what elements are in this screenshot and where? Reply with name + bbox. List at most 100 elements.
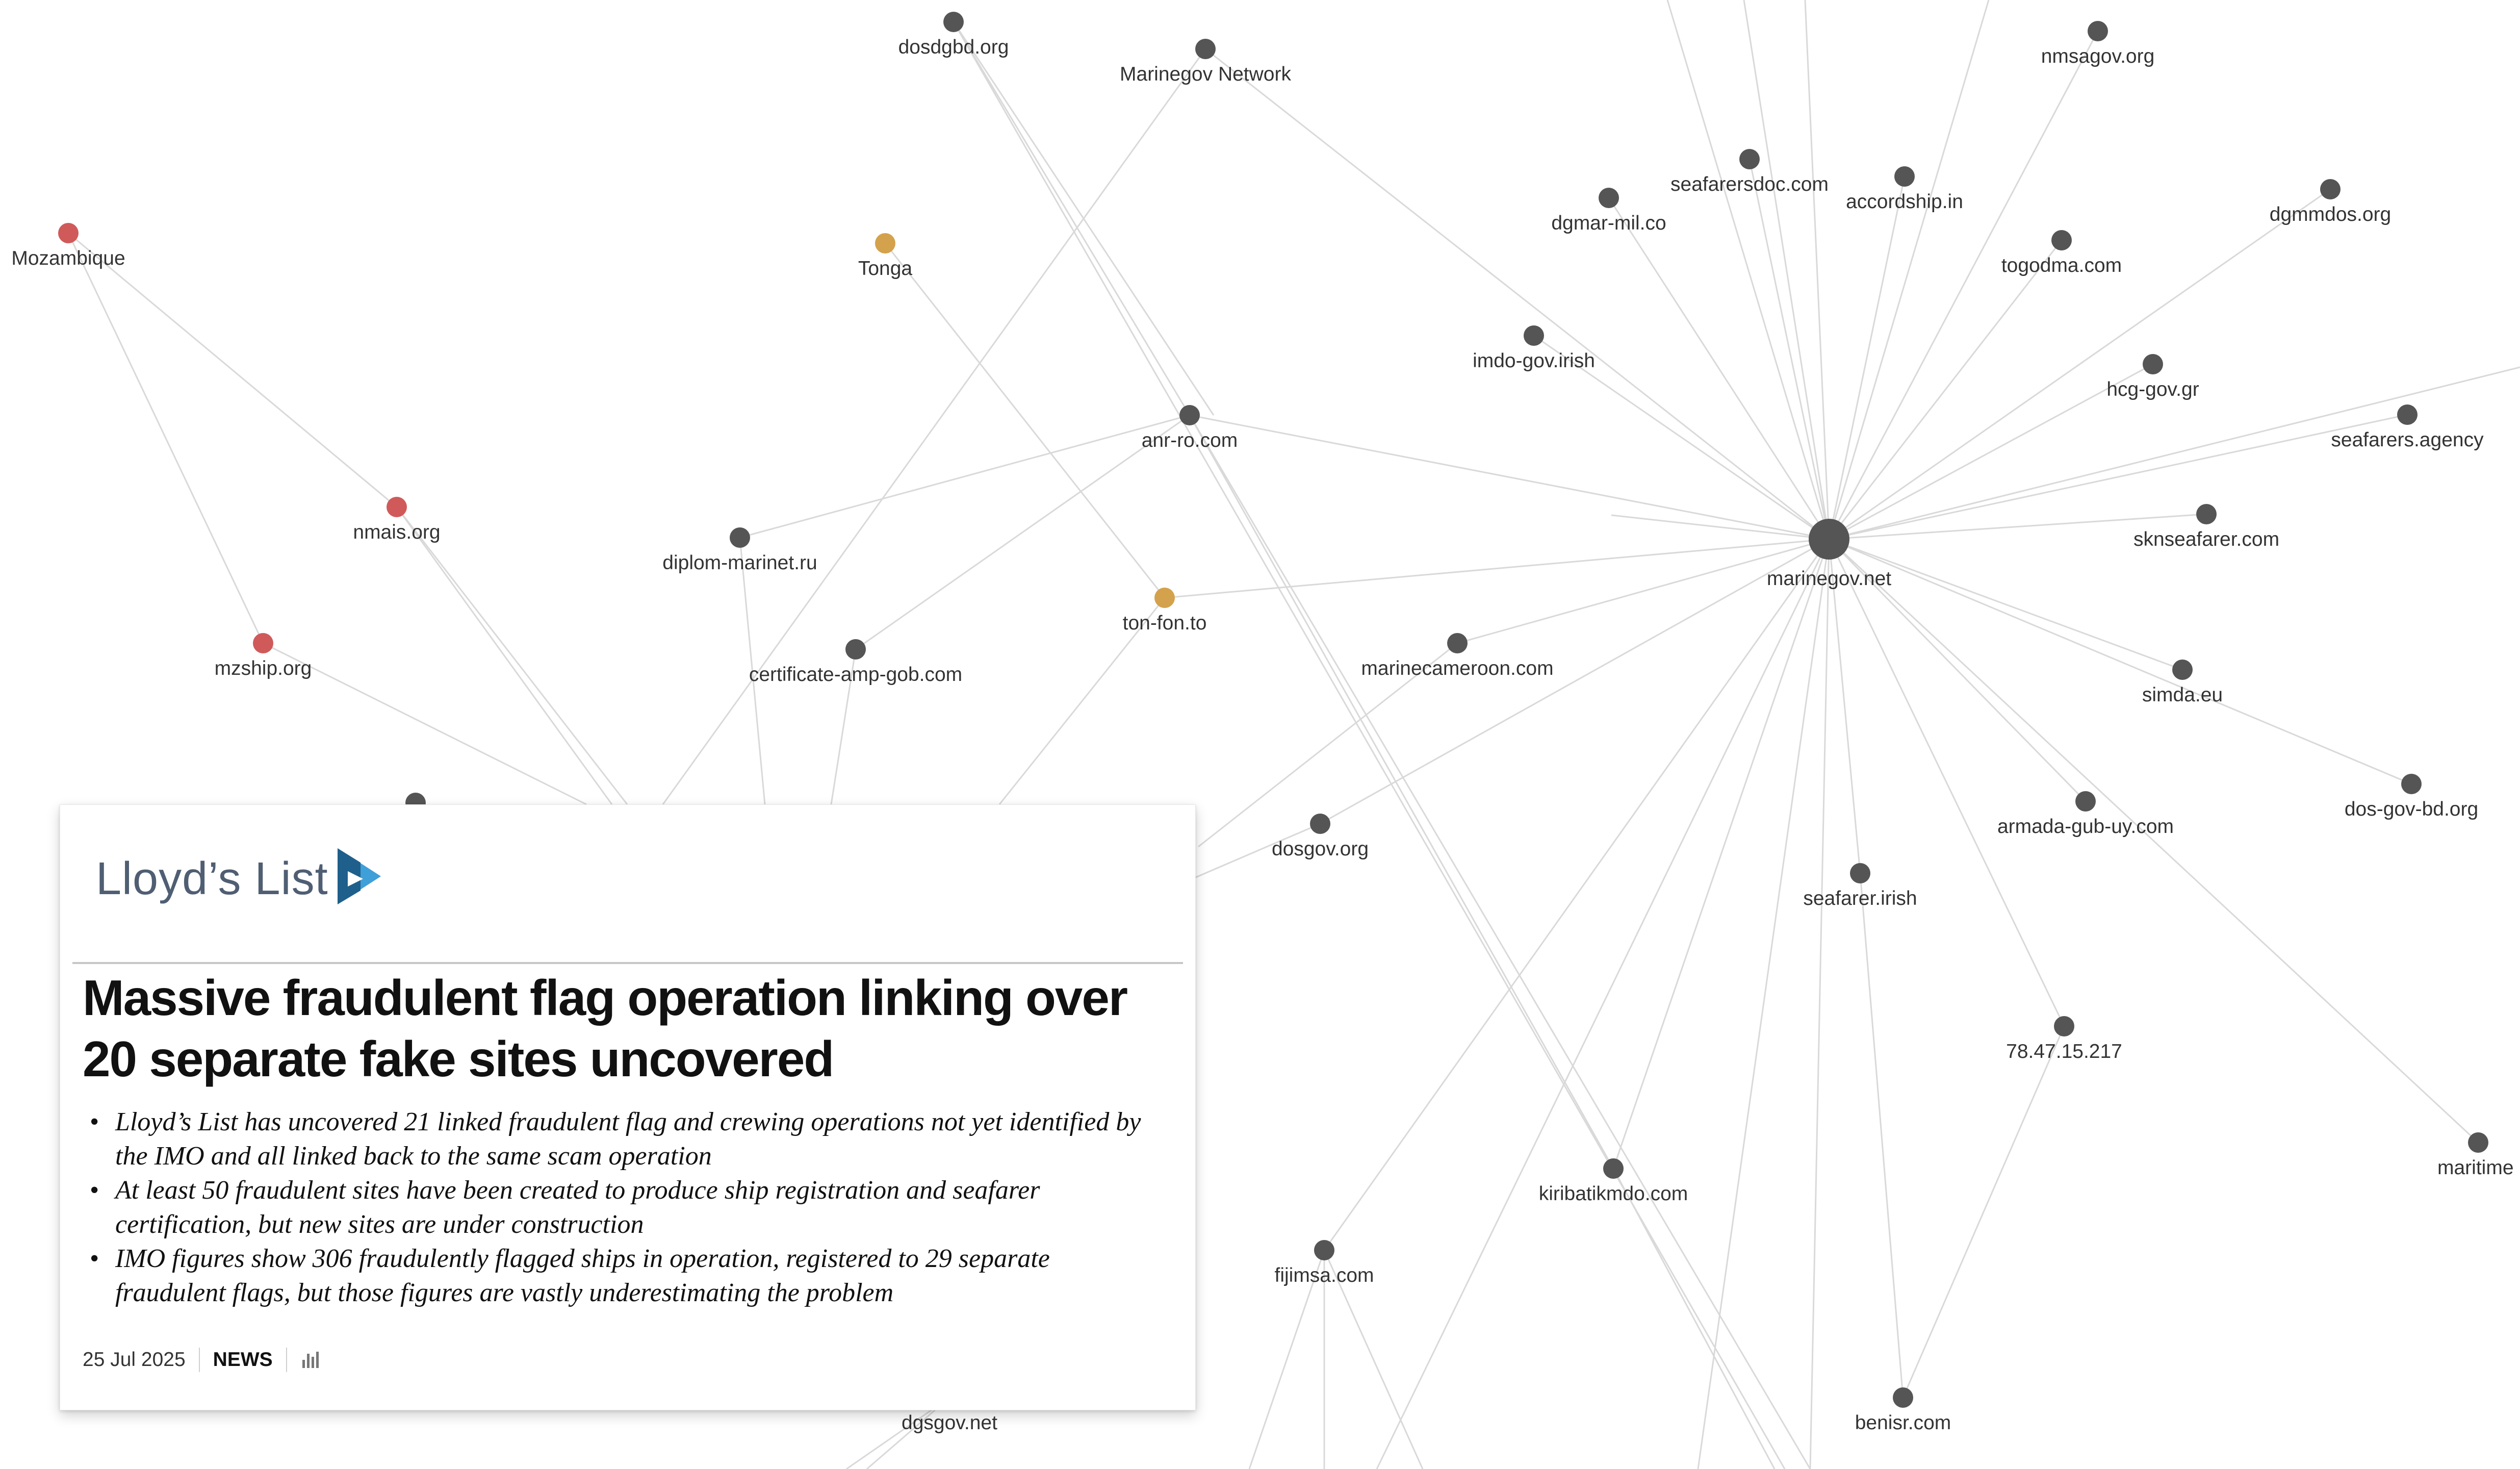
node-dot[interactable]: [2088, 21, 2108, 41]
node-tonfon[interactable]: ton-fon.to: [1123, 588, 1207, 634]
graph-edge: [1829, 366, 2520, 540]
node-label: imdo-gov.irish: [1473, 350, 1595, 372]
node-maritime[interactable]: maritime: [2437, 1132, 2514, 1179]
node-label: sknseafarer.com: [2133, 528, 2279, 550]
node-dot[interactable]: [2397, 404, 2418, 425]
node-seafarersagency[interactable]: seafarers.agency: [2331, 404, 2484, 451]
node-diplom[interactable]: diplom-marinet.ru: [662, 527, 817, 574]
node-dot[interactable]: [730, 527, 750, 548]
node-dot[interactable]: [2196, 504, 2217, 524]
graph-edge: [1248, 1250, 1325, 1469]
graph-edge: [739, 537, 766, 805]
node-dot[interactable]: [1809, 519, 1849, 560]
node-marinecameroon[interactable]: marinecameroon.com: [1361, 633, 1554, 679]
node-dot[interactable]: [875, 233, 895, 254]
node-dot[interactable]: [1179, 405, 1200, 425]
graph-edge-maritime: [1828, 538, 2479, 1144]
node-dot[interactable]: [387, 497, 407, 517]
node-dot[interactable]: [1850, 863, 1870, 883]
node-dot[interactable]: [1893, 1387, 1913, 1408]
node-label: Mozambique: [11, 247, 125, 269]
node-label: maritime: [2437, 1157, 2514, 1179]
node-ip[interactable]: 78.47.15.217: [2006, 1016, 2122, 1062]
node-dot[interactable]: [2075, 791, 2096, 812]
graph-edge: [1376, 539, 1830, 1469]
graph-edge: [1828, 0, 1990, 540]
node-accordship[interactable]: accordship.in: [1846, 166, 1963, 213]
node-marinegov_network[interactable]: Marinegov Network: [1120, 39, 1291, 85]
graph-edge: [1195, 823, 1321, 878]
node-dot[interactable]: [2172, 660, 2193, 680]
node-dgmmdos[interactable]: dgmmdos.org: [2270, 179, 2391, 225]
node-dot[interactable]: [1154, 588, 1175, 608]
node-dot[interactable]: [1599, 188, 1619, 208]
node-dot[interactable]: [2143, 354, 2163, 374]
node-nmais[interactable]: nmais.org: [353, 497, 441, 543]
node-dgmar[interactable]: dgmar-mil.co: [1551, 188, 1666, 234]
node-label: benisr.com: [1855, 1412, 1951, 1434]
node-seafarerirish[interactable]: seafarer.irish: [1803, 863, 1917, 909]
node-dot[interactable]: [943, 12, 964, 32]
graph-edge: [1743, 0, 1830, 540]
graph-edge-anrro: [1189, 414, 1830, 540]
node-dosdgbd[interactable]: dosdgbd.org: [898, 12, 1009, 58]
graph-edge: [1809, 539, 1830, 1469]
node-label: diplom-marinet.ru: [662, 552, 817, 574]
meta-separator: [286, 1348, 287, 1372]
meta-separator: [198, 1348, 200, 1372]
graph-edge: [1902, 1026, 2065, 1398]
graph-edge-fijimsa: [1323, 539, 1830, 1251]
node-kiribati[interactable]: kiribatikmdo.com: [1539, 1158, 1688, 1205]
divider: [72, 962, 1183, 964]
node-benisr[interactable]: benisr.com: [1855, 1387, 1951, 1434]
article-date: 25 Jul 2025: [83, 1349, 186, 1371]
node-dot[interactable]: [1739, 149, 1760, 169]
node-mzship[interactable]: mzship.org: [215, 633, 312, 679]
graph-edge: [396, 506, 628, 805]
node-seafarersdoc[interactable]: seafarersdoc.com: [1670, 149, 1829, 195]
node-dosgovbd[interactable]: dos-gov-bd.org: [2345, 774, 2478, 820]
node-dot[interactable]: [2468, 1132, 2488, 1153]
node-certamp[interactable]: certificate-amp-gob.com: [749, 639, 962, 686]
node-hcg[interactable]: hcg-gov.gr: [2106, 354, 2199, 400]
node-dot[interactable]: [1894, 166, 1915, 187]
node-dot[interactable]: [1195, 39, 1216, 59]
node-togodma[interactable]: togodma.com: [2001, 230, 2122, 276]
node-label: seafarersdoc.com: [1670, 173, 1829, 195]
node-simda[interactable]: simda.eu: [2142, 660, 2223, 706]
graph-edge: [884, 243, 1166, 598]
node-dot[interactable]: [253, 633, 273, 653]
article-card[interactable]: Lloyd’s List Massive fraudulent flag ope…: [60, 804, 1196, 1410]
node-sknseafarer[interactable]: sknseafarer.com: [2133, 504, 2279, 550]
node-label: 78.47.15.217: [2006, 1041, 2122, 1062]
node-label: marinecameroon.com: [1361, 657, 1553, 679]
node-dot[interactable]: [58, 223, 79, 243]
node-label: nmsagov.org: [2041, 45, 2155, 67]
node-dot[interactable]: [1603, 1158, 1624, 1179]
node-dot[interactable]: [2320, 179, 2341, 199]
node-nmsagov[interactable]: nmsagov.org: [2041, 21, 2155, 67]
node-dosgov[interactable]: dosgov.org: [1272, 814, 1369, 860]
graph-edge: [830, 649, 857, 805]
node-dot[interactable]: [1447, 633, 1468, 653]
node-dot[interactable]: [2054, 1016, 2074, 1036]
bullet-item: At least 50 fraudulent sites have been c…: [90, 1173, 1165, 1242]
node-tonga[interactable]: Tonga: [858, 233, 913, 280]
node-dot[interactable]: [2051, 230, 2072, 250]
graph-edge: [1189, 415, 1811, 1469]
node-dot[interactable]: [2401, 774, 2422, 794]
graph-edge: [1323, 1250, 1424, 1469]
article-headline[interactable]: Massive fraudulent flag operation linkin…: [83, 970, 1128, 1087]
category-tag[interactable]: NEWS: [213, 1349, 273, 1371]
node-marinegov[interactable]: marinegov.net: [1767, 519, 1891, 590]
node-dot[interactable]: [1524, 325, 1544, 346]
node-mozambique[interactable]: Mozambique: [11, 223, 125, 269]
node-anrro[interactable]: anr-ro.com: [1142, 405, 1238, 451]
node-fijimsa[interactable]: fijimsa.com: [1274, 1240, 1374, 1286]
node-dot[interactable]: [845, 639, 866, 660]
node-imdo[interactable]: imdo-gov.irish: [1473, 325, 1595, 372]
node-dot[interactable]: [1310, 814, 1330, 834]
node-label: nmais.org: [353, 521, 440, 543]
node-dot[interactable]: [1314, 1240, 1334, 1260]
node-armada[interactable]: armada-gub-uy.com: [1997, 791, 2174, 838]
